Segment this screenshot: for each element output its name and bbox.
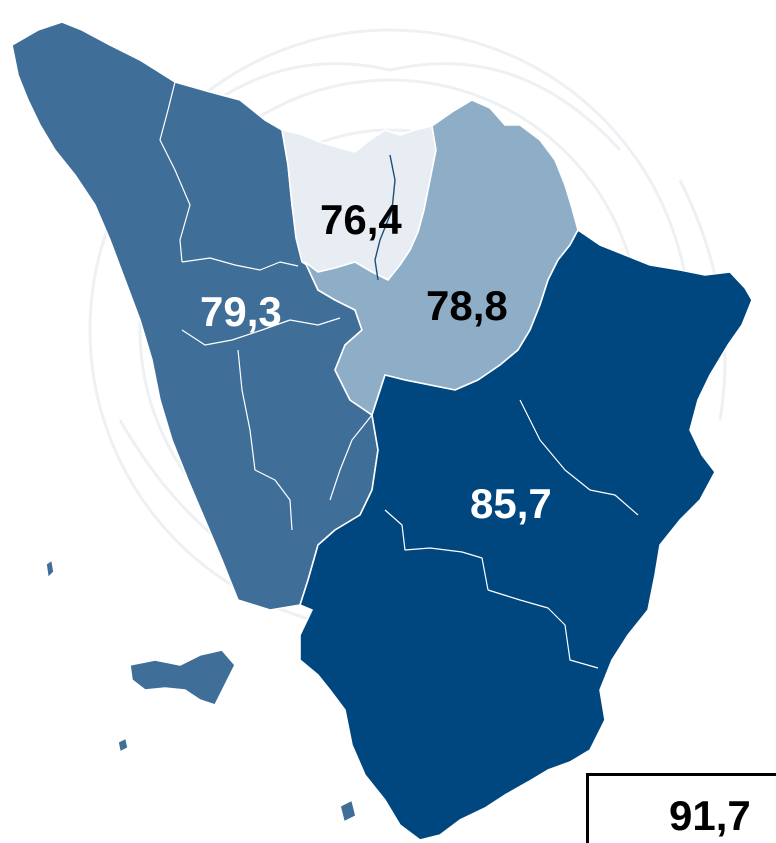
island-pianosa [117,737,129,753]
region-coast [11,21,379,611]
label-south-east: 85,7 [470,480,552,527]
island-giglio [339,799,357,823]
legend-box: 91,7 [586,773,776,843]
island-elba [129,649,236,706]
legend-value: 91,7 [669,792,751,839]
province-boundaries [159,81,639,669]
label-north-center: 76,4 [320,196,402,243]
label-center: 78,8 [426,282,508,329]
label-coast: 79,3 [200,288,282,335]
region-south-east [299,229,753,841]
island-capraia [45,559,55,579]
